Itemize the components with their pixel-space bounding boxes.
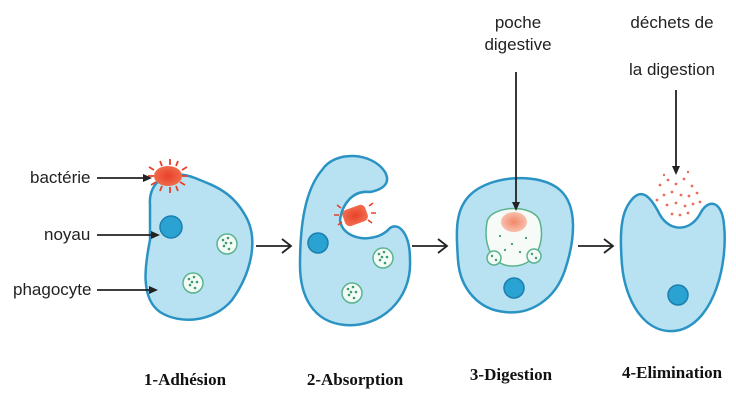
- label-dechets-line2: la digestion: [629, 60, 715, 79]
- label-noyau: noyau: [44, 225, 90, 244]
- vesicle-2b: [342, 283, 362, 303]
- stage-2-cell-group: [300, 156, 410, 325]
- step-label-3: 3-Digestion: [470, 365, 553, 384]
- process-arrow-1: [256, 239, 291, 253]
- label-phagocyte-group: phagocyte: [13, 280, 158, 299]
- label-noyau-group: noyau: [44, 225, 160, 244]
- label-dechets-group: déchets de la digestion: [629, 13, 715, 175]
- vesicle-1b: [183, 273, 203, 293]
- digestive-vacuole: [486, 208, 541, 266]
- step-label-2: 2-Absorption: [307, 370, 404, 389]
- stage-3-cell-group: [457, 178, 573, 312]
- label-phagocyte: phagocyte: [13, 280, 91, 299]
- process-arrow-3: [578, 239, 613, 253]
- nucleus-3: [504, 278, 524, 298]
- process-arrow-2: [412, 239, 447, 253]
- label-bacterie-group: bactérie: [30, 168, 152, 187]
- stage-1-cell-group: [146, 159, 253, 320]
- stage-4-cell-group: [621, 171, 725, 331]
- vesicle-1a: [217, 234, 237, 254]
- step-label-4: 4-Elimination: [622, 363, 723, 382]
- vesicle-2a: [373, 248, 393, 268]
- nucleus-4: [668, 285, 688, 305]
- nucleus-1: [160, 216, 182, 238]
- label-poche-line1: poche: [495, 13, 541, 32]
- step-label-1: 1-Adhésion: [144, 370, 227, 389]
- label-dechets-line1: déchets de: [630, 13, 713, 32]
- nucleus-2: [308, 233, 328, 253]
- digestion-waste: [656, 171, 702, 217]
- label-bacterie: bactérie: [30, 168, 90, 187]
- label-poche-line2: digestive: [484, 35, 551, 54]
